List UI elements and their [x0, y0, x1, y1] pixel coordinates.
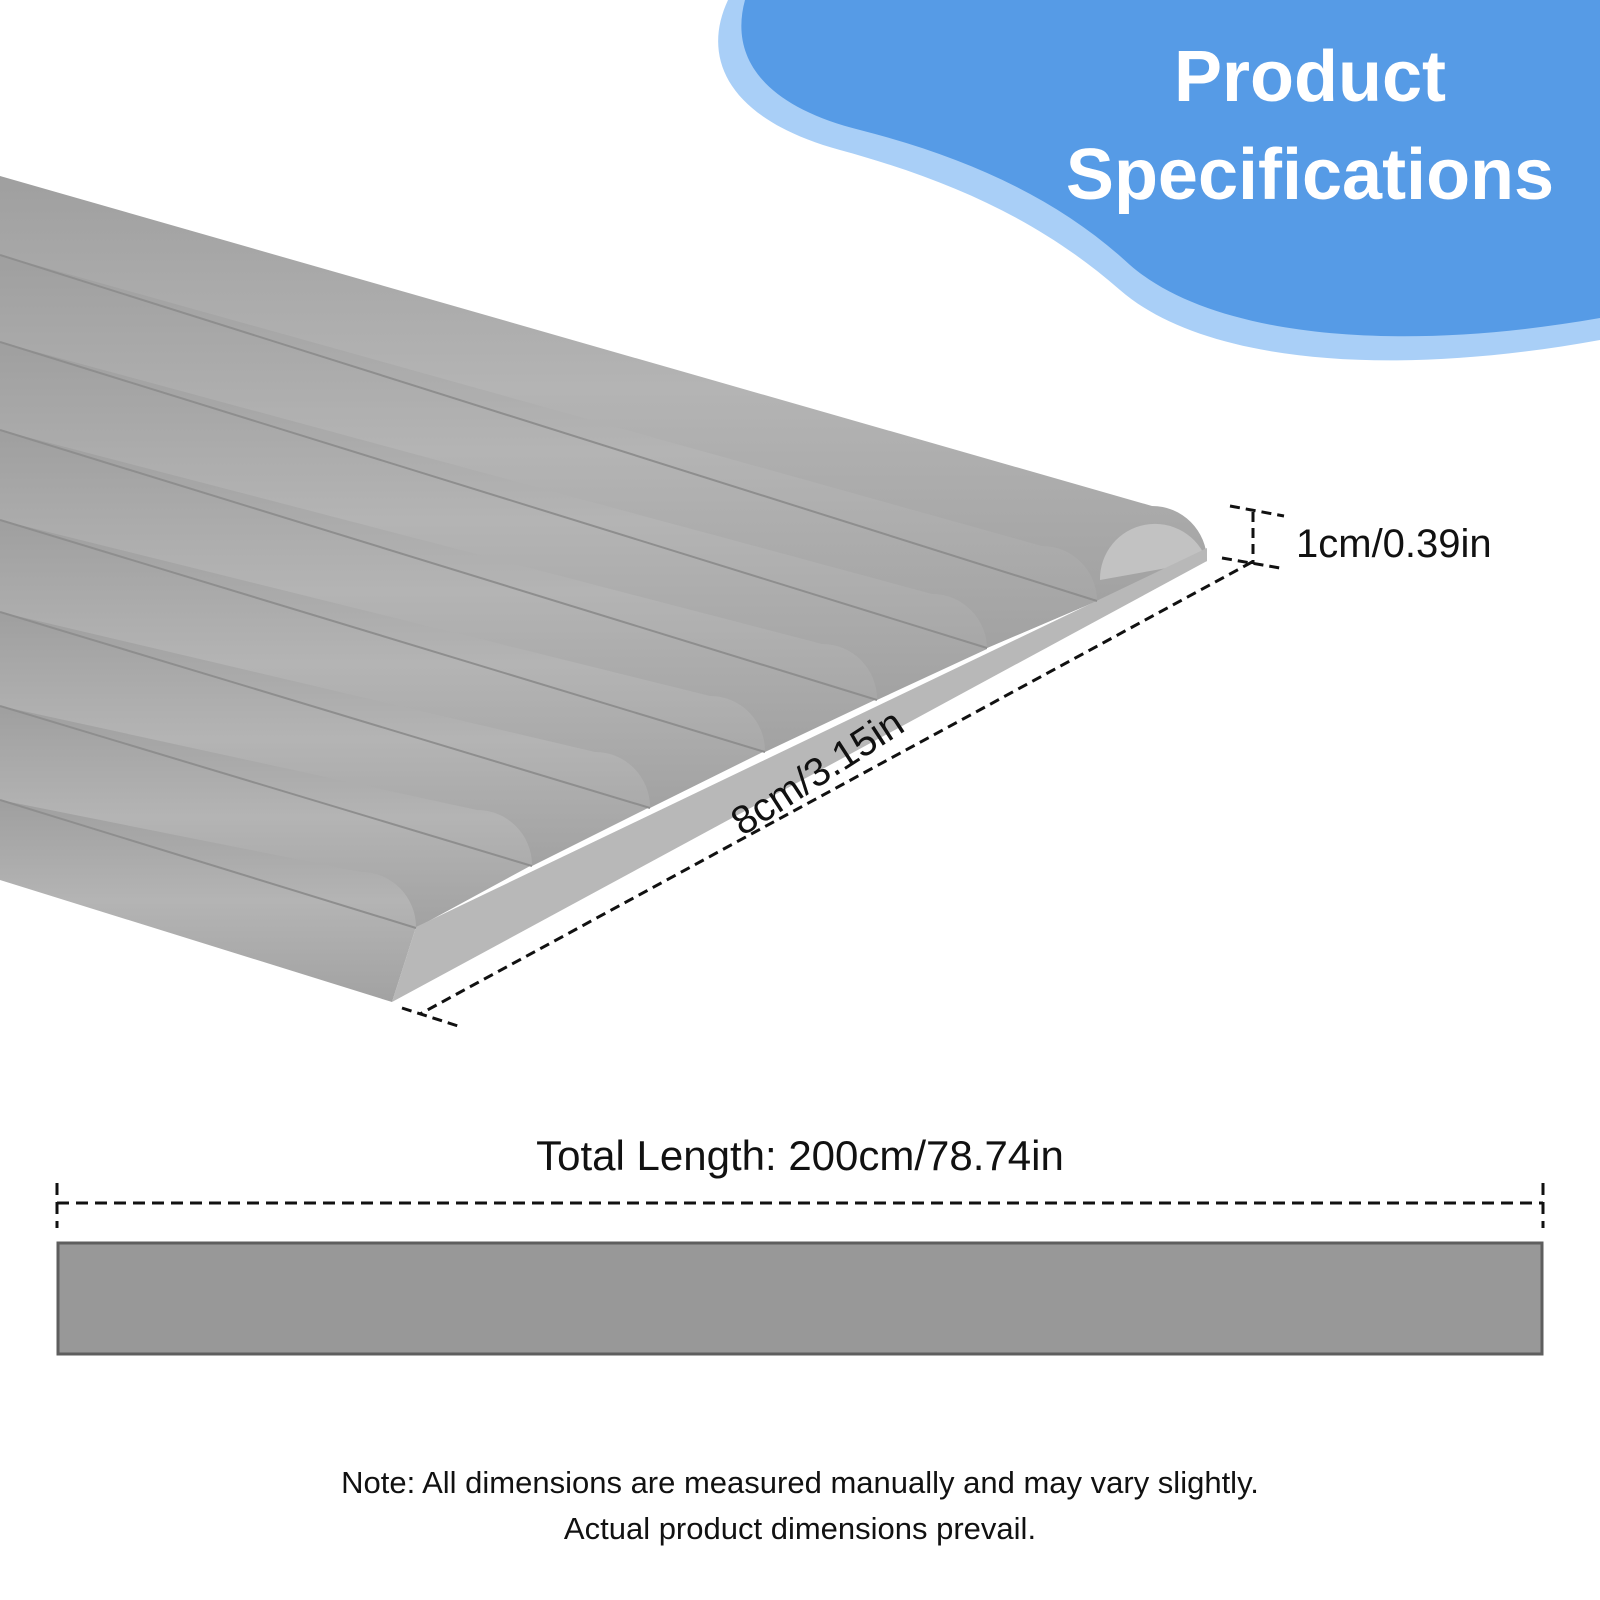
ridge-5-body [0, 342, 987, 700]
width-dimension-marker [401, 560, 1253, 1028]
total-length-marker [55, 1183, 1545, 1228]
banner-title-line2: Specifications [1065, 135, 1555, 215]
banner-wave [741, 0, 1600, 337]
note-line2: Actual product dimensions prevail. [563, 1511, 1037, 1546]
banner-title-line1: Product [1173, 37, 1446, 117]
ridge-0-body [0, 800, 416, 1002]
product-side-view [56, 1241, 1544, 1356]
ridge-1-body [0, 706, 532, 928]
ridge-6-body [0, 255, 1097, 648]
ridge-4-body [0, 430, 877, 752]
note: Note: All dimensions are measured manual… [0, 1460, 1600, 1552]
height-dimension-marker [1221, 504, 1285, 570]
note-line1: Note: All dimensions are measured manual… [341, 1465, 1259, 1500]
banner-title: Product Specifications [1040, 28, 1580, 224]
ridge-2-body [0, 612, 650, 866]
endcap-7 [1099, 523, 1207, 580]
ridge-3-body [0, 520, 765, 808]
total-length-label: Total Length: 200cm/78.74in [536, 1132, 1064, 1179]
product-ridges [0, 176, 1207, 1002]
height-label: 1cm/0.39in [1296, 522, 1492, 566]
endcap-face [392, 548, 1207, 1002]
ridge-7 [0, 176, 1207, 601]
